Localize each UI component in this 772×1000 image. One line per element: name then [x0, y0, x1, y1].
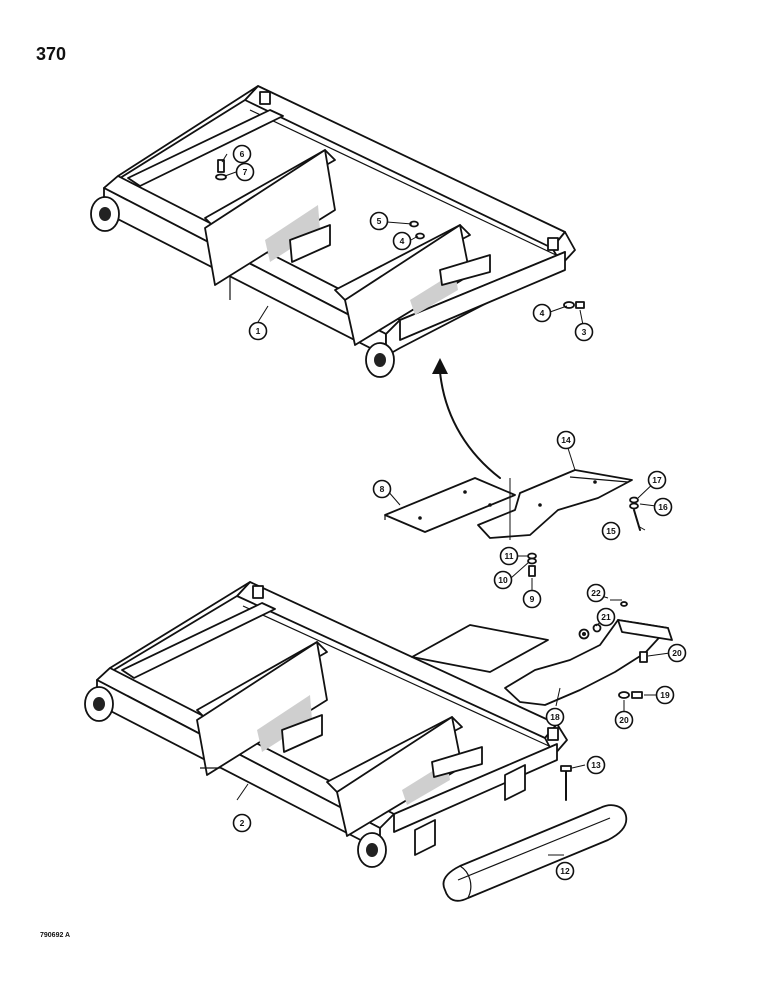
callout-14: 14 [556, 430, 576, 450]
callout-10: 10 [493, 570, 513, 590]
callout-4-upper-bolt: 4 [532, 303, 552, 323]
callout-6: 6 [232, 144, 252, 164]
figure-code: 790692 A [40, 932, 71, 939]
svg-text:20: 20 [672, 648, 682, 658]
callout-22: 22 [586, 583, 606, 603]
callout-4-upper-washer: 4 [392, 231, 412, 251]
callout-5: 5 [369, 211, 389, 231]
callout-leaders [221, 153, 678, 856]
bolt-13 [560, 765, 572, 801]
callouts: 1 2 3 4 4 5 6 7 8 9 10 11 12 13 14 15 16… [232, 144, 687, 881]
callout-18: 18 [545, 707, 565, 727]
callout-13: 13 [586, 755, 606, 775]
svg-text:20: 20 [619, 715, 629, 725]
callout-9: 9 [522, 589, 542, 609]
callout-2: 2 [232, 813, 252, 833]
cover-tube-12 [442, 804, 628, 902]
assembly-arrow [432, 358, 501, 479]
page-number: 370 [36, 44, 67, 64]
svg-text:4: 4 [540, 308, 545, 318]
floor-plate-8 [384, 477, 516, 533]
svg-text:21: 21 [601, 612, 611, 622]
loose-plate [411, 624, 549, 673]
svg-text:4: 4 [400, 236, 405, 246]
callout-20-lower: 20 [614, 710, 634, 730]
svg-text:19: 19 [660, 690, 670, 700]
callout-11: 11 [499, 546, 519, 566]
callout-20-right: 20 [667, 643, 687, 663]
svg-text:11: 11 [505, 551, 514, 561]
svg-text:8: 8 [380, 484, 385, 494]
guard-18 [504, 599, 673, 706]
svg-text:13: 13 [591, 760, 601, 770]
panel-fasteners [509, 478, 641, 577]
svg-text:1: 1 [256, 326, 261, 336]
svg-text:7: 7 [243, 167, 248, 177]
callout-3: 3 [574, 322, 594, 342]
callout-21: 21 [596, 607, 616, 627]
svg-text:3: 3 [582, 327, 587, 337]
callout-1: 1 [248, 321, 268, 341]
svg-text:22: 22 [591, 588, 601, 598]
callout-8: 8 [372, 479, 392, 499]
svg-text:2: 2 [240, 818, 245, 828]
lower-frame [84, 581, 568, 868]
callout-17: 17 [647, 470, 667, 490]
svg-text:12: 12 [560, 866, 570, 876]
svg-text:16: 16 [658, 502, 668, 512]
svg-text:6: 6 [240, 149, 245, 159]
upper-frame [90, 85, 576, 378]
svg-text:9: 9 [530, 594, 535, 604]
svg-text:5: 5 [377, 216, 382, 226]
svg-text:17: 17 [652, 475, 662, 485]
svg-text:10: 10 [498, 575, 508, 585]
callout-7: 7 [235, 162, 255, 182]
callout-16: 16 [653, 497, 673, 517]
svg-text:14: 14 [561, 435, 571, 445]
callout-12: 12 [555, 861, 575, 881]
svg-text:15: 15 [606, 526, 616, 536]
callout-15: 15 [601, 521, 621, 541]
svg-text:18: 18 [550, 712, 560, 722]
callout-19: 19 [655, 685, 675, 705]
